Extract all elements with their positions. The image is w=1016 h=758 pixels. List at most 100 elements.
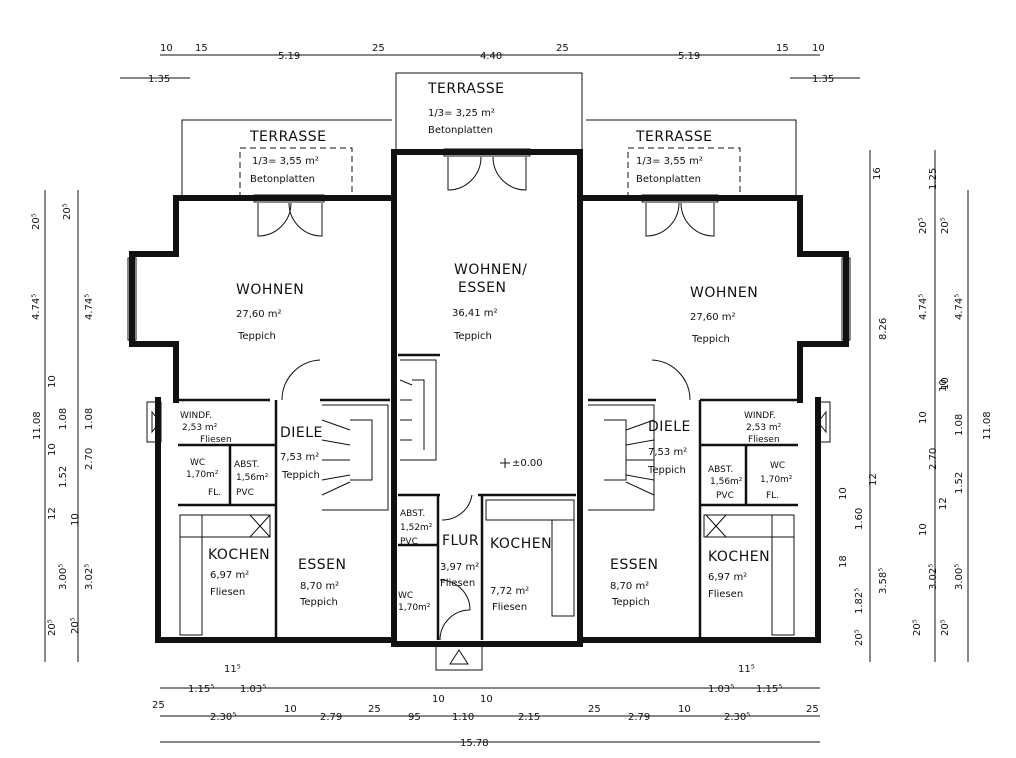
dim-right-a-4: 1.60	[854, 508, 865, 530]
dim-left-outer-2: 10	[47, 375, 58, 388]
abst-left-title: ABST.	[234, 460, 259, 470]
terrasse-left-area: 1/3= 3,55 m²	[252, 156, 319, 167]
dim-right-c-1: 4.74⁵	[954, 294, 965, 320]
dim-left-outer-5: 1.52	[58, 466, 69, 488]
dimension-lines	[44, 54, 969, 743]
dim-top-left-offset: 1.35	[148, 74, 170, 85]
terrasse-left-floor: Betonplatten	[250, 174, 315, 185]
flur-area: 3,97 m²	[440, 562, 479, 573]
dim-left-outer-7: 3.00⁵	[58, 564, 69, 590]
dim-b2-0: 25	[152, 700, 165, 711]
dim-top-4: 4.40	[480, 51, 502, 62]
abst-right-floor: PVC	[716, 491, 734, 501]
diele-right-floor: Teppich	[647, 465, 686, 476]
dim-b2-6: 10	[432, 694, 445, 705]
wc-left-area: 1,70m²	[186, 470, 219, 480]
interior-walls	[178, 353, 798, 640]
wohnen-essen-title2: ESSEN	[458, 280, 506, 296]
dim-right-total: 11.08	[982, 411, 993, 440]
windf-right-area: 2,53 m²	[746, 423, 782, 433]
dim-left-inner-2: 1.08	[84, 408, 95, 430]
dim-top-2: 5.19	[278, 51, 300, 62]
dim-right-b-0: 1.25	[928, 168, 939, 190]
dim-b1-left-2: 1.03⁵	[240, 684, 266, 695]
dim-b2-5: 95	[408, 712, 421, 723]
dim-right-a-7: 1.82⁵	[854, 588, 865, 614]
kitchen-fixtures	[179, 499, 795, 636]
diele-left-floor: Teppich	[281, 470, 320, 481]
dim-b2-3: 2.79	[320, 712, 342, 723]
dim-top-8: 10	[812, 43, 825, 54]
windf-right-floor: Fliesen	[748, 435, 780, 445]
dim-left-total: 11.08	[32, 411, 43, 440]
essen-right-title: ESSEN	[610, 557, 658, 573]
dim-b1-right-1: 1.03⁵	[708, 684, 734, 695]
dim-right-b-9: 20⁵	[912, 619, 923, 636]
terrasse-center-title: TERRASSE	[427, 81, 504, 97]
dim-left-outer-4: 10	[47, 443, 58, 456]
dim-right-b-7: 10	[918, 523, 929, 536]
dim-b1-left-1: 1.15⁵	[188, 684, 214, 695]
windf-left-title: WINDF.	[180, 411, 212, 421]
dim-right-b-3: 10	[938, 379, 949, 392]
wohnen-left-area: 27,60 m²	[236, 309, 282, 320]
wc-right-title: WC	[770, 461, 785, 471]
dim-top-3: 25	[372, 43, 385, 54]
abst-right-title: ABST.	[708, 465, 733, 475]
dim-top-0: 10	[160, 43, 173, 54]
abst-right-area: 1,56m²	[710, 477, 743, 487]
kochen-center-title: KOCHEN	[490, 536, 552, 552]
dim-b2-11: 2.79	[628, 712, 650, 723]
level-marker	[500, 458, 510, 468]
dim-right-b-8: 3.02⁵	[928, 564, 939, 590]
wohnen-left-title: WOHNEN	[236, 282, 304, 298]
dim-b2-8: 10	[480, 694, 493, 705]
dim-b2-2: 10	[284, 704, 297, 715]
kochen-right-title: KOCHEN	[708, 549, 770, 565]
diele-right-title: DIELE	[648, 419, 691, 435]
dim-b2-1: 2.30⁵	[210, 712, 236, 723]
dim-right-c-6: 20⁵	[940, 619, 951, 636]
dim-right-c-0: 20⁵	[940, 217, 951, 234]
diele-left-area: 7,53 m²	[280, 452, 319, 463]
exterior-walls	[129, 149, 849, 647]
wohnen-essen-title1: WOHNEN/	[454, 262, 527, 278]
dim-left-inner-3: 2.70	[84, 448, 95, 470]
dim-top-1: 15	[195, 43, 208, 54]
abst-left-area: 1,56m²	[236, 473, 269, 483]
dim-right-b-2: 4.74⁵	[918, 294, 929, 320]
diele-left-title: DIELE	[280, 425, 323, 441]
dim-right-a-0: 16	[872, 167, 883, 180]
dim-b2-10: 25	[588, 704, 601, 715]
dim-right-c-4: 1.52	[954, 472, 965, 494]
dim-labels: 10 15 5.19 25 4.40 25 5.19 15 10 1.35 1.…	[31, 43, 993, 749]
dim-b1-right-0: 11⁵	[738, 664, 755, 675]
kochen-left-title: KOCHEN	[208, 547, 270, 563]
wc-center-area: 1,70m²	[398, 603, 431, 613]
dim-left-inner-0: 20⁵	[62, 203, 73, 220]
wc-right-area: 1,70m²	[760, 475, 793, 485]
essen-right-floor: Teppich	[611, 597, 650, 608]
essen-left-floor: Teppich	[299, 597, 338, 608]
staircases	[321, 359, 655, 511]
dim-top-7: 15	[776, 43, 789, 54]
abst-center-floor: PVC	[400, 537, 418, 547]
dim-total: 15.78	[460, 738, 489, 749]
wohnen-essen-area: 36,41 m²	[452, 308, 498, 319]
dim-right-b-1: 20⁵	[918, 217, 929, 234]
dim-b1-left-0: 11⁵	[224, 664, 241, 675]
dim-right-b-5: 2.70	[928, 448, 939, 470]
dim-left-outer-1: 4.74⁵	[31, 294, 42, 320]
wohnen-essen-floor: Teppich	[453, 331, 492, 342]
wc-left-fl: FL.	[208, 488, 221, 498]
dim-b2-13: 2.30⁵	[724, 712, 750, 723]
dim-right-c-2: 10	[940, 377, 951, 390]
windf-left-area: 2,53 m²	[182, 423, 218, 433]
dim-right-a-5: 18	[838, 555, 849, 568]
wohnen-left-floor: Teppich	[237, 331, 276, 342]
dim-b1-right-2: 1.15⁵	[756, 684, 782, 695]
wohnen-right-title: WOHNEN	[690, 285, 758, 301]
dim-left-outer-0: 20⁵	[31, 213, 42, 230]
dim-top-6: 5.19	[678, 51, 700, 62]
terrasse-center-area: 1/3= 3,25 m²	[428, 108, 495, 119]
